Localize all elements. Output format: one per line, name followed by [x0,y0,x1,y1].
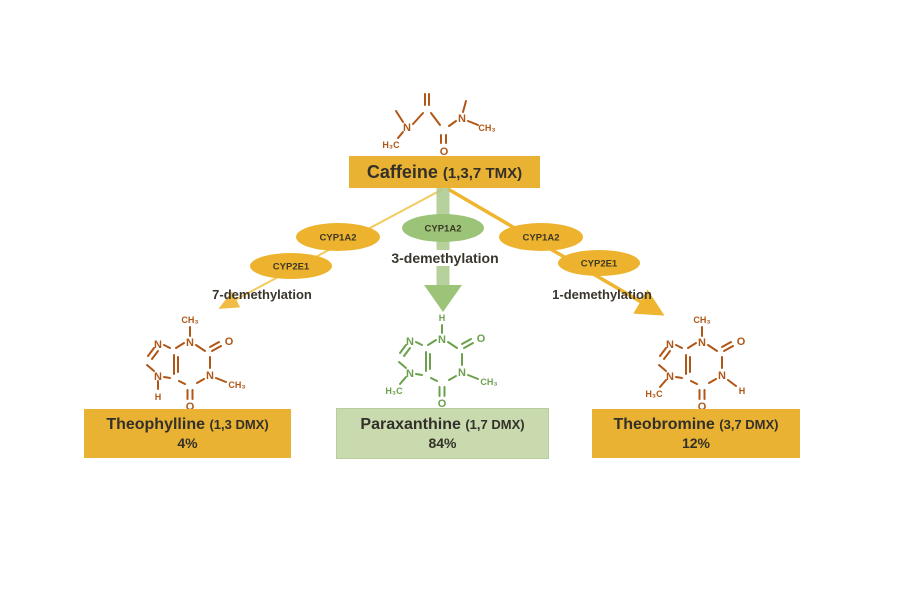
compound-detail: (1,3 DMX) [209,416,269,432]
arrow-right-branch [447,187,665,316]
compound-name: Theophylline [106,415,205,433]
compound-name: Paraxanthine [360,415,461,433]
compound-detail: (1,7 DMX) [465,416,525,432]
enzyme-label: CYP1A2 [320,233,357,244]
theobromine-box: Theobromine (3,7 DMX) 12% [592,409,800,458]
atom-o: O [440,146,449,156]
compound-detail: (1,3,7 TMX) [442,164,523,182]
atom-n: N [206,370,214,382]
methyl-label: CH₃ [181,315,198,325]
metabolite-percent: 84% [428,434,457,451]
metabolite-title: Paraxanthine (1,7 DMX) [360,415,524,435]
metabolite-title: Theophylline (1,3 DMX) [106,415,268,435]
atom-n: N [458,113,466,125]
atom-n: N [438,334,446,346]
caffeine-box: Caffeine (1,3,7 TMX) [349,156,540,188]
atom-n: N [666,371,674,383]
atom-o: O [698,401,707,411]
paraxanthine-box: Paraxanthine (1,7 DMX) 84% [336,408,549,459]
atom-n: N [403,122,411,134]
enzyme-label: CYP1A2 [523,233,560,244]
caffeine-title: Caffeine (1,3,7 TMX) [367,161,522,184]
caffeine-structure: N H₃C O N CH₃ [382,93,496,156]
compound-detail: (3,7 DMX) [719,416,779,432]
compound-name: Caffeine [366,161,438,182]
atom-o: O [186,401,195,411]
label-7-demethylation: 7-demethylation [212,287,312,302]
enzyme-label: CYP2E1 [273,262,310,273]
theophylline-box: Theophylline (1,3 DMX) 4% [84,409,291,458]
compound-name: Theobromine [613,415,715,433]
atom-n: N [406,368,414,380]
atom-o: O [477,333,486,345]
metabolite-percent: 4% [177,434,198,451]
atom-n: N [154,371,162,383]
atom-n: N [406,336,414,348]
label-3-demethylation: 3-demethylation [365,250,525,266]
enzyme-label: CYP1A2 [425,224,462,235]
enzyme-ellipse-left-cyp1a2: CYP1A2 [296,223,380,251]
atom-n: N [698,337,706,349]
enzyme-label: CYP2E1 [581,259,618,270]
atom-o: O [737,336,746,348]
atom-o: O [438,398,447,408]
methyl-label: H₃C [385,386,403,396]
methyl-label: H₃C [382,140,400,150]
theobromine-structure: CH₃ N O N H O N N H₃C [645,315,746,411]
atom-n: N [718,370,726,382]
methyl-label: CH₃ [480,377,497,387]
label-1-demethylation: 1-demethylation [552,287,652,302]
arrow-center-head [424,285,462,312]
methyl-label: CH₃ [228,380,245,390]
h-label: H [439,313,446,323]
atom-o: O [225,336,234,348]
atom-n: N [666,339,674,351]
metabolite-percent: 12% [681,434,711,451]
atom-n: N [186,337,194,349]
enzyme-ellipse-left-cyp2e1: CYP2E1 [250,253,332,279]
enzyme-ellipse-right-cyp2e1: CYP2E1 [558,250,640,276]
methyl-label: H₃C [645,389,663,399]
h-label: H [155,392,162,402]
paraxanthine-structure: H N O N CH₃ O N N H₃C [385,313,497,408]
h-label: H [739,386,746,396]
enzyme-ellipse-right-cyp1a2: CYP1A2 [499,223,583,251]
atom-n: N [458,367,466,379]
methyl-label: CH₃ [478,123,495,133]
enzyme-ellipse-center-cyp1a2: CYP1A2 [402,214,484,242]
theophylline-structure: CH₃ N O N CH₃ O N N H [146,315,246,411]
metabolite-title: Theobromine (3,7 DMX) [613,415,778,435]
methyl-label: CH₃ [693,315,710,325]
atom-n: N [154,339,162,351]
